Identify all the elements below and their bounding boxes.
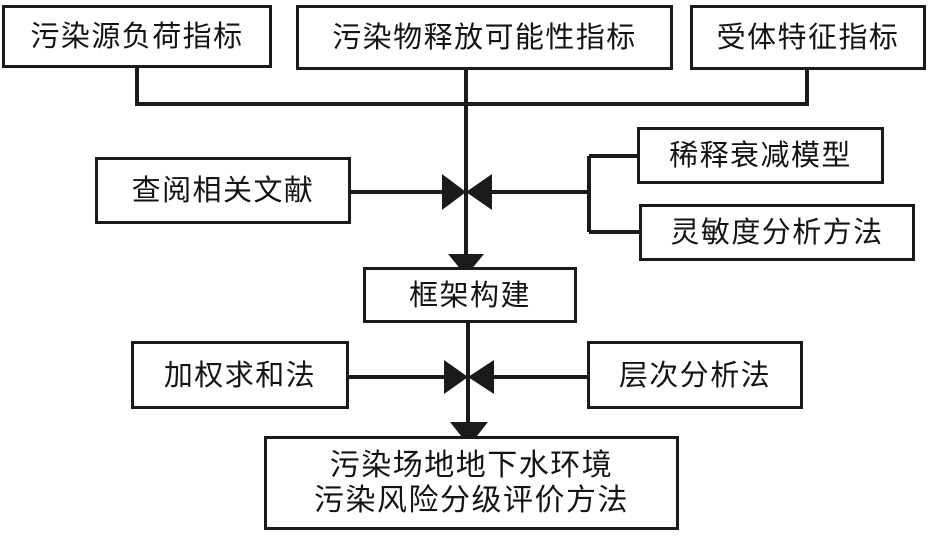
node-framework-construction[interactable]: 框架构建 [363, 267, 577, 323]
node-receptor-characteristic-indicator[interactable]: 受体特征指标 [690, 5, 926, 70]
node-literature-review[interactable]: 查阅相关文献 [95, 157, 351, 224]
arrowhead-left-lower-junction [468, 360, 494, 394]
arrowhead-right-lower-junction [444, 360, 468, 394]
node-weighted-sum-method[interactable]: 加权求和法 [131, 341, 349, 409]
node-release-possibility-indicator[interactable]: 污染物释放可能性指标 [296, 5, 673, 70]
node-final-evaluation-method[interactable]: 污染场地地下水环境 污染风险分级评价方法 [264, 436, 679, 530]
arrowhead-right-upper-junction [442, 174, 466, 210]
node-source-load-indicator[interactable]: 污染源负荷指标 [2, 5, 272, 68]
node-analytic-hierarchy-process[interactable]: 层次分析法 [587, 341, 803, 409]
node-sensitivity-analysis-method[interactable]: 灵敏度分析方法 [639, 204, 915, 261]
arrowhead-left-upper-junction [466, 174, 492, 210]
node-dilution-attenuation-model[interactable]: 稀释衰减模型 [637, 127, 884, 184]
